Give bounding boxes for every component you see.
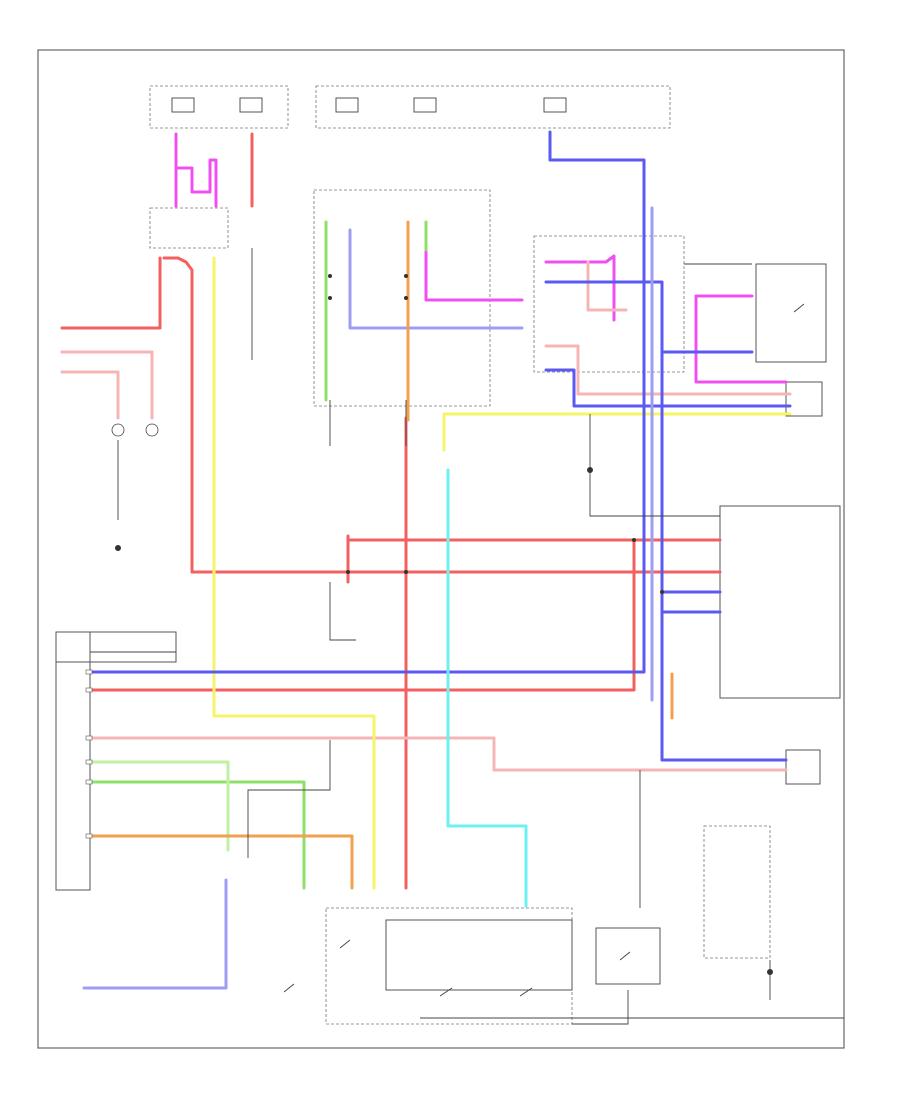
- relay-box-left: [149, 207, 229, 249]
- door-box: [385, 919, 573, 991]
- connector-block-left: [55, 631, 177, 663]
- main-module-pins: [85, 669, 93, 839]
- wire-violet-2: [82, 878, 228, 990]
- wire-pink-5: [586, 260, 628, 312]
- wire-yellow-1: [212, 256, 376, 890]
- wire-gray-5: [329, 582, 356, 641]
- junction-dots: [328, 274, 664, 594]
- wire-pink-4: [544, 344, 792, 396]
- wire-blue-5: [660, 590, 722, 614]
- right-switch-box: [703, 825, 771, 959]
- wire-pink-2: [60, 370, 120, 420]
- wire-violet-1: [348, 228, 524, 330]
- wire-red-2: [162, 256, 722, 574]
- wire-green-4: [88, 760, 230, 852]
- lamp-connector-right: [785, 749, 821, 785]
- wire-yellow-2: [442, 412, 792, 452]
- switch-icon: [283, 303, 805, 997]
- door-lock-box: [325, 907, 573, 1025]
- wire-red-3: [60, 256, 162, 330]
- lamp-icon: [111, 423, 159, 437]
- wire-gray-3: [589, 414, 720, 517]
- wire-blue-1: [88, 130, 646, 674]
- main-module-box: [55, 631, 91, 891]
- fuse-block-left: [149, 85, 289, 129]
- wire-magenta-3: [544, 254, 616, 322]
- wire-pink-3: [88, 736, 788, 772]
- wire-orange-2: [88, 834, 354, 890]
- combination-meter-box: [719, 505, 841, 699]
- fuse-block-right: [315, 85, 671, 129]
- wire-green-3: [88, 780, 306, 890]
- wire-gray-2: [329, 400, 407, 446]
- wire-red-6: [88, 538, 636, 692]
- switch-box-right-lower: [785, 381, 823, 417]
- relay-box-center: [313, 189, 491, 407]
- wire-red-4: [346, 534, 722, 584]
- wire-blue-2: [544, 280, 788, 762]
- switch-box-right: [755, 263, 827, 363]
- ground-icon: [115, 467, 773, 975]
- diagram-frame: [37, 49, 845, 1049]
- wire-gray-6: [247, 740, 331, 858]
- module-box-mid: [533, 235, 685, 373]
- wire-pink-1: [60, 350, 154, 420]
- wire-gray-8: [572, 990, 629, 1025]
- wire-magenta-4: [694, 294, 788, 384]
- wire-magenta-2: [424, 238, 524, 302]
- wire-cyan-1: [446, 468, 528, 908]
- wire-blue-3: [544, 368, 792, 408]
- door-switch-box: [595, 927, 661, 985]
- wire-magenta-1: [174, 132, 218, 208]
